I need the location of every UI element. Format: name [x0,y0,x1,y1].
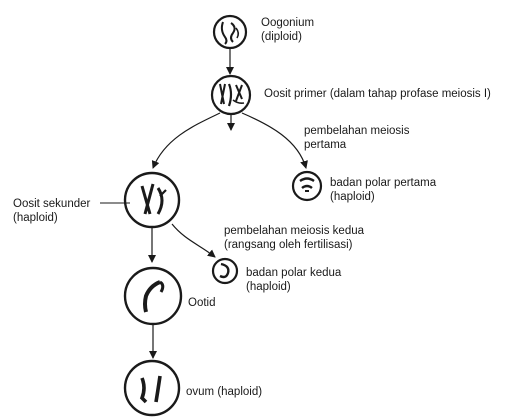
polar-2-ploidy: (haploid) [246,281,291,293]
ovum-cell [123,359,181,417]
polar-1-ploidy: (haploid) [330,191,375,203]
oogonium-ploidy: (diploid) [261,31,302,43]
arrow-primer-to-sekunder [151,112,221,169]
oogonium-label: Oogonium [261,17,315,29]
meiosis-2-line2: (rangsang oleh fertilisasi) [224,239,353,251]
ovum-label: ovum (haploid) [186,386,263,398]
polar-2-label-group: badan polar kedua (haploid) [246,266,341,294]
meiosis-1-line2: pertama [304,139,347,151]
ootid-label: Ootid [188,297,216,309]
polar-1-label: badan polar pertama [330,177,437,189]
oosit-sekunder-cell [123,171,181,229]
oosit-sekunder-label: Oosit sekunder [13,198,91,210]
polar-1-label-group: badan polar pertama (haploid) [330,176,436,204]
oosit-primer-cell [210,74,252,116]
meiosis-2-line1: pembelahan meiosis kedua [224,225,365,237]
oogonium-cell [212,14,248,50]
polar-2-label: badan polar kedua [246,267,342,279]
oosit-sekunder-ploidy: (haploid) [13,212,58,224]
oosit-primer-label: Oosit primer (dalam tahap profase meiosi… [264,88,491,100]
arrow-primer-to-polar1 [241,112,308,169]
polar-body-1-cell [291,170,323,202]
meiosis-1-label-group: pembelahan meiosis pertama [304,124,409,152]
oogonium-label-group: Oogonium (diploid) [261,16,314,44]
ootid-cell [123,266,183,326]
meiosis-1-line1: pembelahan meiosis [304,125,410,137]
arrow-sekunder-to-polar2 [171,223,216,258]
polar-body-2-cell [211,257,239,285]
oosit-sekunder-label-group: Oosit sekunder (haploid) [13,197,90,225]
meiosis-2-label-group: pembelahan meiosis kedua (rangsang oleh … [224,224,364,252]
